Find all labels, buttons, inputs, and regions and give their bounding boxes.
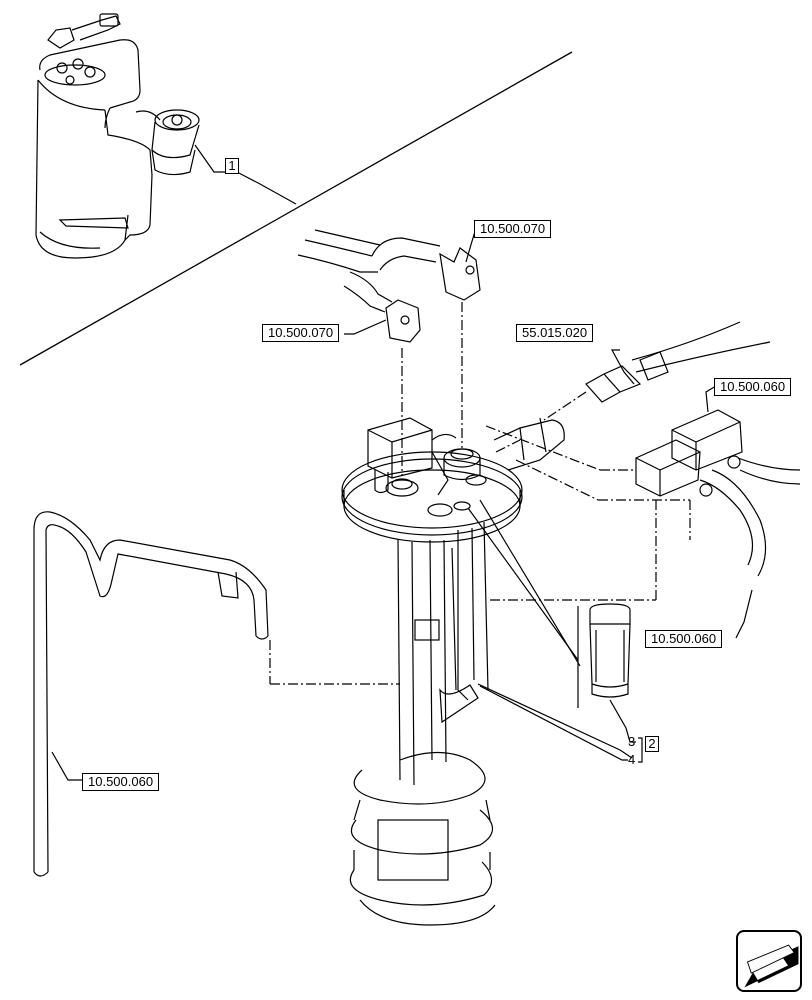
callout-hose-lower-right[interactable]: 10.500.060 <box>645 630 723 648</box>
prev-page-arrow-icon[interactable] <box>744 944 799 988</box>
callout-item-1: 1 <box>225 158 239 174</box>
callout-hose-upper-right[interactable]: 10.500.060 <box>714 378 792 396</box>
section-separator-line <box>19 51 573 366</box>
callout-item-2: 2 <box>645 736 659 752</box>
return-hose-drawing <box>485 385 801 639</box>
left-hose-drawing <box>33 511 400 877</box>
tank-assembly-drawing <box>35 13 297 259</box>
callout-item-3: 3 <box>628 734 636 749</box>
callout-item-4: 4 <box>628 752 636 767</box>
wire-harness-drawing <box>495 321 771 453</box>
filter-element-drawing <box>479 603 643 763</box>
fuel-line-hoses-drawing <box>297 227 484 476</box>
fuel-sender-unit-drawing <box>341 417 633 926</box>
callout-tube-top[interactable]: 10.500.070 <box>474 220 552 238</box>
callout-harness[interactable]: 55.015.020 <box>516 324 594 342</box>
callout-tube-left[interactable]: 10.500.070 <box>262 324 340 342</box>
callout-hose-left[interactable]: 10.500.060 <box>82 773 160 791</box>
navigation-button[interactable] <box>736 930 802 992</box>
